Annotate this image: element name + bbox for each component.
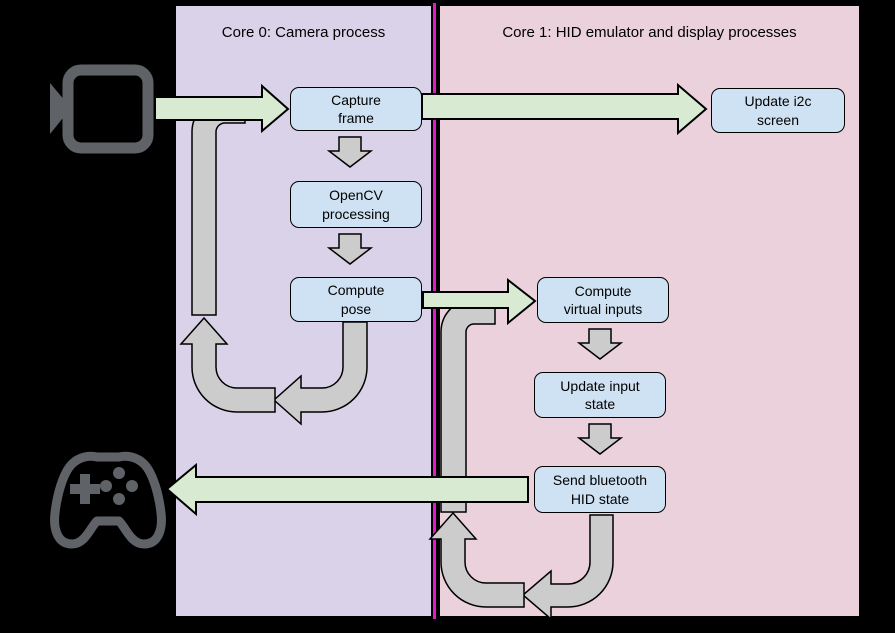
edge-loop-core1-return-up [428, 511, 525, 608]
edge-capture-frame-to-i2c-screen [421, 82, 708, 136]
node-compute-pose: Compute pose [290, 277, 422, 322]
video-camera-icon [50, 64, 154, 154]
edge-opencv-to-compute-pose [326, 233, 374, 265]
node-compute-virtual-inputs: Compute virtual inputs [537, 277, 669, 323]
edge-loop-core0-return-up [179, 316, 276, 413]
edge-send-bt-to-gamepad [165, 462, 529, 517]
node-update-i2c-screen: Update i2c screen [711, 88, 845, 133]
node-capture-frame: Capture frame [290, 87, 422, 131]
edge-loop-core1-down-from-send-bt [521, 514, 614, 621]
edge-compute-pose-to-virtual-inputs [422, 277, 537, 326]
edge-loop-core0-upbar [191, 98, 246, 316]
edge-camera-to-capture-frame [154, 83, 290, 134]
node-opencv-processing: OpenCV processing [290, 181, 422, 228]
edge-virtual-inputs-to-input-state [576, 328, 624, 360]
edge-loop-core0-down-from-compute-pose [272, 321, 368, 426]
core0-title: Core 0: Camera process [221, 24, 386, 41]
core-boundary-line [433, 3, 436, 619]
edge-capture-to-opencv [326, 136, 374, 168]
node-update-input-state: Update input state [534, 372, 666, 418]
node-send-bluetooth-hid-state: Send bluetooth HID state [534, 466, 666, 513]
edge-input-state-to-send-bt [576, 423, 624, 455]
core1-title: Core 1: HID emulator and display process… [502, 24, 797, 41]
gamepad-icon [50, 451, 166, 549]
